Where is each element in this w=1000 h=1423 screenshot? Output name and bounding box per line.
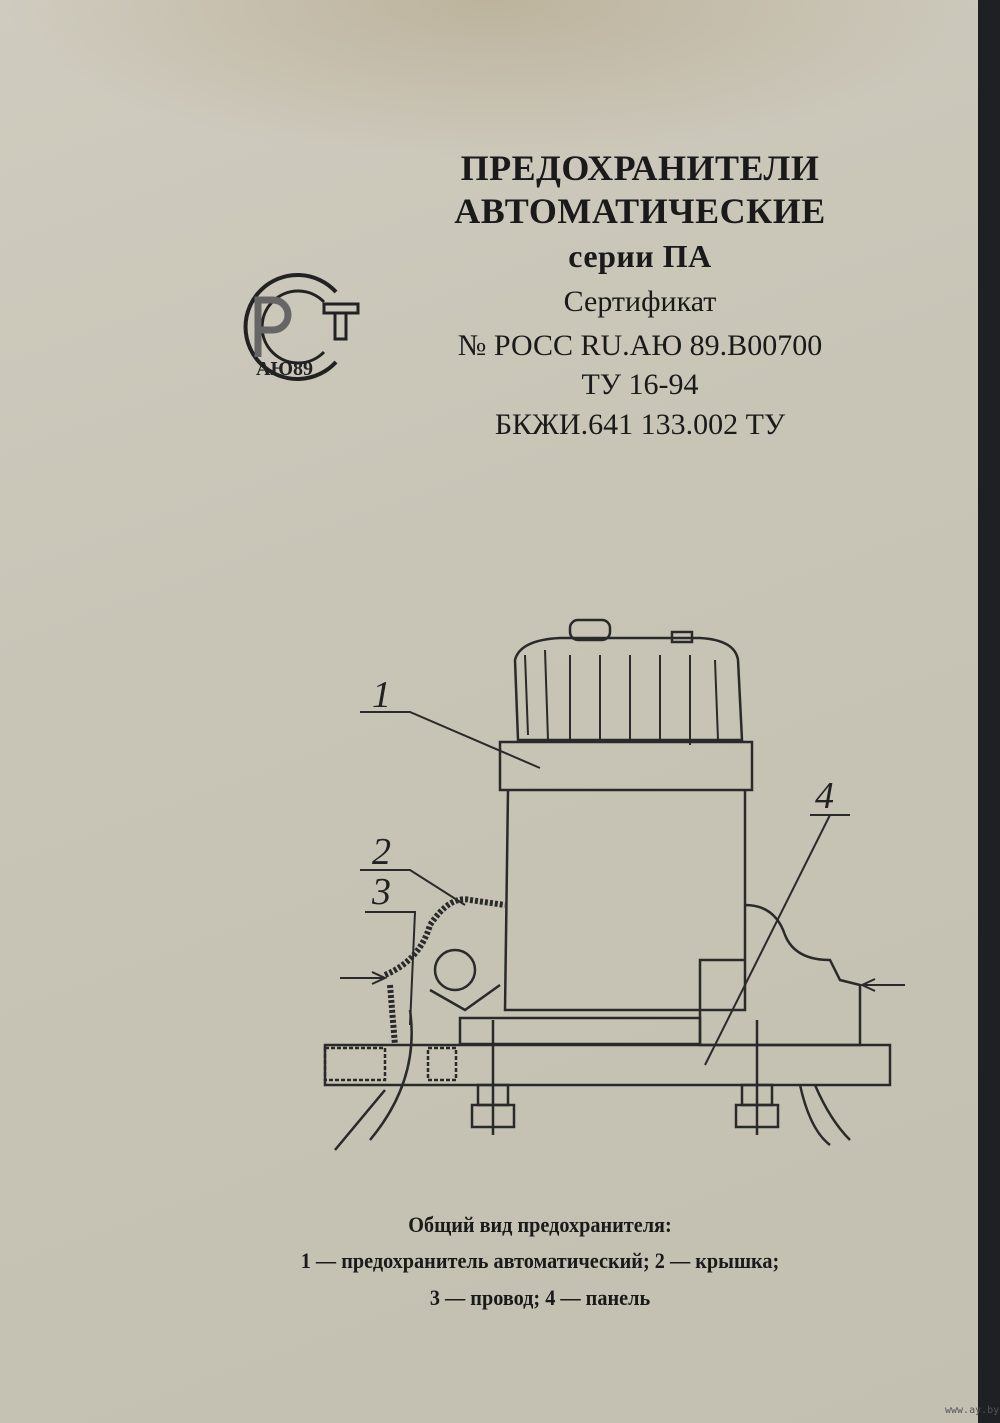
spec-bkzhi: БКЖИ.641 133.002 ТУ (494, 408, 786, 441)
title-line-1: ПРЕДОХРАНИТЕЛИ (460, 148, 820, 188)
callout-4: 4 (815, 775, 834, 817)
caption-line-1: 1 — предохранитель автоматический; 2 — к… (300, 1248, 780, 1273)
series-label: серии ПА (568, 238, 712, 274)
spec-tu: ТУ 16-94 (581, 368, 699, 401)
fuse-assembly-drawing: 1 2 3 4 (323, 618, 905, 1151)
title-line-2: АВТОМАТИЧЕСКИЕ (454, 191, 826, 231)
rst-certification-logo (243, 273, 360, 381)
logo-code: АЮ89 (256, 358, 313, 380)
watermark: www.ay.by (945, 1405, 1000, 1416)
callout-2: 2 (372, 831, 391, 873)
caption-title: Общий вид предохранителя: (408, 1212, 672, 1237)
certificate-number: № РОСС RU.АЮ 89.В00700 (457, 329, 823, 362)
paper-stain (0, 0, 978, 160)
callout-3: 3 (371, 871, 391, 913)
caption-line-2: 3 — провод; 4 — панель (429, 1285, 651, 1310)
document-page: ПРЕДОХРАНИТЕЛИ АВТОМАТИЧЕСКИЕ серии ПА С… (0, 0, 978, 1423)
certificate-label: Сертификат (563, 285, 717, 318)
callout-1: 1 (372, 674, 391, 716)
